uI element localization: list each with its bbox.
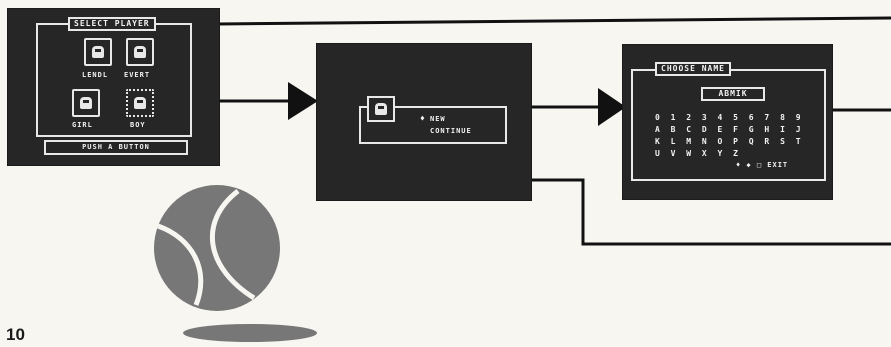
select-player-title: SELECT PLAYER <box>68 17 156 31</box>
menu-new-option[interactable]: NEW <box>430 115 446 123</box>
ball-shadow <box>183 324 317 342</box>
menu-continue-option[interactable]: CONTINUE <box>430 127 472 135</box>
name-controls[interactable]: ♦ ◆ □ EXIT <box>736 161 789 169</box>
arrow-icon <box>598 88 626 126</box>
menu-cursor-icon: ♦ <box>420 114 426 123</box>
push-a-button-bar: PUSH A BUTTON <box>44 140 188 155</box>
player-sprite-icon <box>80 97 92 109</box>
continue-menu-screen: ♦ NEW CONTINUE <box>317 44 531 200</box>
character-grid-row[interactable]: 0 1 2 3 4 5 6 7 8 9 <box>655 113 804 122</box>
name-entry-field[interactable]: ABMIK <box>701 87 765 101</box>
player-option-boy[interactable] <box>126 89 154 117</box>
choose-name-title: CHOOSE NAME <box>655 62 731 76</box>
player-label-boy: BOY <box>130 121 146 129</box>
player-sprite-icon <box>375 103 387 115</box>
choose-name-screen: CHOOSE NAME ABMIK 0 1 2 3 4 5 6 7 8 9 A … <box>623 45 832 199</box>
player-option-evert[interactable] <box>126 38 154 66</box>
player-label-lendl: LENDL <box>82 71 109 79</box>
player-sprite-icon <box>134 97 146 109</box>
player-label-evert: EVERT <box>124 71 151 79</box>
flow-line-top <box>217 16 891 26</box>
menu-icon-box <box>367 96 395 122</box>
player-sprite-icon <box>92 46 104 58</box>
character-grid-row[interactable]: A B C D E F G H I J <box>655 125 804 134</box>
push-a-button-text: PUSH A BUTTON <box>82 143 150 151</box>
character-grid-row[interactable]: U V W X Y Z <box>655 149 741 158</box>
player-label-girl: GIRL <box>72 121 93 129</box>
page-number: 10 <box>6 325 25 344</box>
menu-frame <box>359 106 507 144</box>
select-player-screen: SELECT PLAYER LENDL EVERT GIRL BOY PUSH … <box>8 9 219 165</box>
character-grid-row[interactable]: K L M N O P Q R S T <box>655 137 804 146</box>
player-option-girl[interactable] <box>72 89 100 117</box>
tennis-ball-icon <box>154 185 280 311</box>
arrow-icon <box>288 82 318 120</box>
player-sprite-icon <box>134 46 146 58</box>
select-player-frame <box>36 23 192 137</box>
flow-line-continue <box>532 178 891 246</box>
player-option-lendl[interactable] <box>84 38 112 66</box>
